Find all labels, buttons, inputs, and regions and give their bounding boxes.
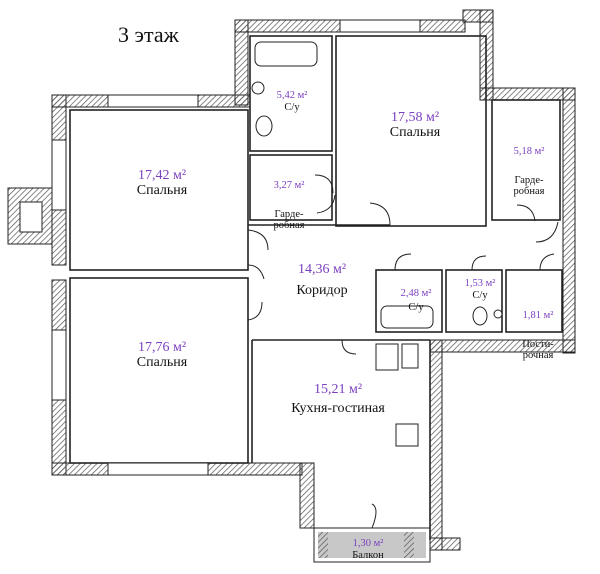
room-wardrobe-right: 5,18 м² Гарде- робная (502, 128, 556, 215)
room-bathroom-top: 5,42 м² С/у (268, 90, 316, 113)
floor-title: 3 этаж (118, 22, 179, 47)
stove (375, 343, 399, 371)
area-label: 3,27 м² (273, 179, 305, 191)
area-label: 1,53 м² (464, 278, 496, 289)
room-bath-small: 2,48 м² С/у (392, 288, 440, 313)
sink-small (493, 309, 503, 319)
area-label: 1,81 м² (522, 309, 554, 321)
room-wardrobe-mid: 3,27 м² Гарде- робная (262, 162, 316, 249)
room-corridor: 14,36 м² Коридор (280, 262, 364, 299)
room-bedroom-left-top: 17,42 м² Спальня (118, 168, 206, 199)
area-label: 17,58 м² (390, 110, 440, 125)
area-label: 5,42 м² (276, 90, 308, 101)
room-name: С/у (284, 101, 300, 113)
door-swings (247, 174, 559, 529)
windows (51, 19, 421, 476)
room-name: Гарде- робная (513, 174, 545, 198)
room-wc-small: 1,53 м² С/у (458, 278, 502, 301)
room-name: С/у (472, 289, 488, 301)
area-label: 14,36 м² (297, 262, 347, 277)
area-label: 5,18 м² (513, 145, 545, 157)
bathtub-small (380, 305, 434, 329)
fixtures (251, 41, 503, 447)
toilet-top (255, 115, 273, 137)
bathtub-top (254, 41, 318, 67)
room-bedroom-left-bottom: 17,76 м² Спальня (118, 340, 206, 371)
room-laundry: 1,81 м² Пости- рочная (512, 292, 564, 379)
room-name: Коридор (296, 283, 348, 299)
hob (395, 423, 419, 447)
room-name: С/у (408, 301, 424, 313)
chimney-opening (19, 201, 43, 233)
room-name: Спальня (136, 355, 188, 371)
toilet-small (472, 306, 488, 326)
area-label: 2,48 м² (400, 288, 432, 299)
sink-top (251, 81, 265, 95)
balcony (313, 527, 431, 563)
room-name: Пости- рочная (522, 338, 554, 362)
area-label: 17,42 м² (137, 168, 187, 183)
area-label: 1,30 м² (352, 538, 384, 549)
area-label: 17,76 м² (137, 340, 187, 355)
area-label: 15,21 м² (313, 382, 363, 397)
room-name: Гарде- робная (273, 208, 305, 232)
room-bedroom-right: 17,58 м² Спальня (370, 110, 460, 141)
room-name: Спальня (136, 183, 188, 199)
room-name: Кухня-гостиная (291, 401, 385, 417)
room-name: Балкон (352, 549, 384, 561)
room-balcony: 1,30 м² Балкон (340, 538, 396, 561)
room-kitchen: 15,21 м² Кухня-гостиная (278, 382, 398, 417)
kitchen-sink (401, 343, 419, 369)
room-name: Спальня (389, 125, 441, 141)
